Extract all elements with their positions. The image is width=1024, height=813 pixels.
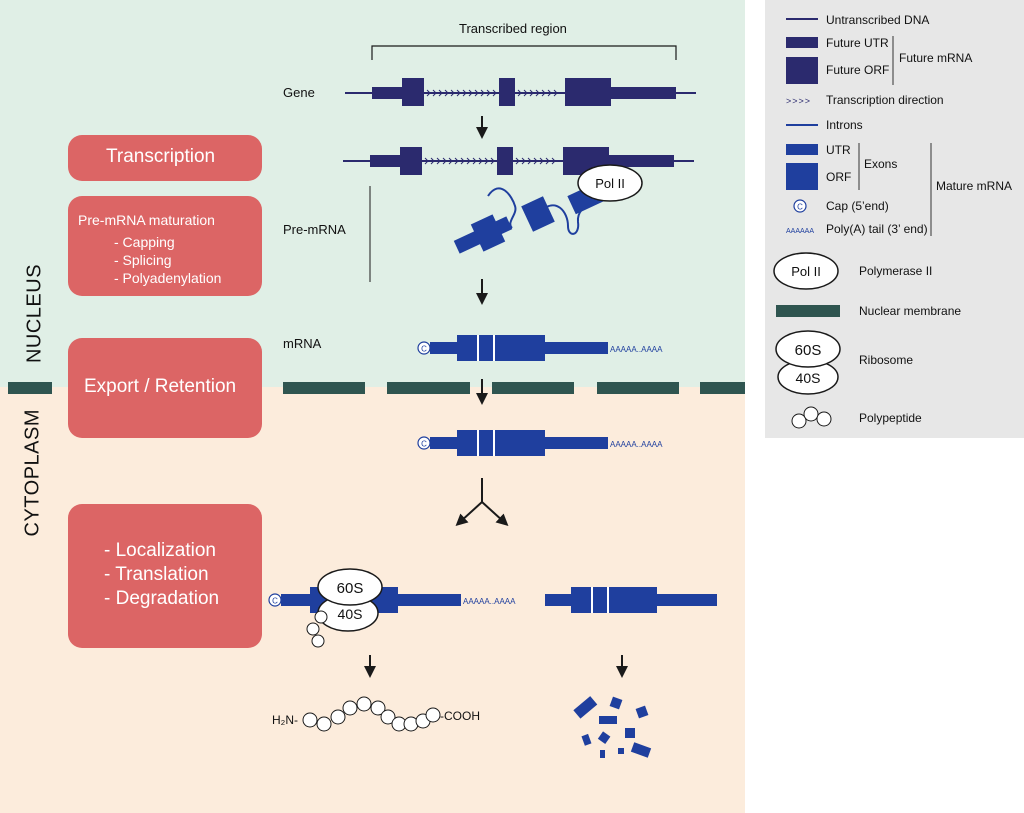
legend-orf-swatch — [786, 163, 818, 190]
fate-item-translation: - Translation — [104, 564, 209, 585]
fate-step: - Localization - Translation - Degradati… — [68, 504, 262, 648]
poly-a-tail-translating: AAAAA..AAAA — [463, 597, 516, 606]
legend-future-orf: Future ORF — [826, 63, 890, 77]
pol2-label: Pol II — [595, 176, 625, 191]
legend-ribosome-swatch — [775, 330, 841, 368]
legend-future-utr-swatch — [786, 37, 818, 48]
legend-ribosome-60s: 60S — [795, 342, 822, 359]
cap-symbol-cyto: C — [421, 440, 427, 449]
maturation-item-capping: - Capping — [114, 234, 175, 250]
ribosome-40s-label: 40S — [338, 606, 363, 622]
legend-poly-a-symbol: AAAAAA — [786, 228, 814, 235]
ribosome: 60S 40S — [306, 568, 383, 648]
legend-cap-swatch — [793, 199, 807, 213]
polypeptide-product: H₂N- -COOH — [272, 696, 480, 732]
legend-untranscribed-dna: Untranscribed DNA — [826, 13, 930, 27]
legend-ribosome: Ribosome — [859, 353, 914, 367]
legend-cap-symbol: C — [797, 203, 803, 212]
legend-nuclear-membrane-swatch — [776, 305, 840, 317]
degradation-fragments — [573, 696, 652, 758]
legend-pol2-swatch — [773, 252, 839, 290]
fate-item-localization: - Localization — [104, 540, 216, 561]
legend-future-utr: Future UTR — [826, 36, 889, 50]
transcribed-region-label: Transcribed region — [459, 21, 567, 36]
transcription-step-label: Transcription — [106, 146, 216, 167]
legend-utr: UTR — [826, 143, 851, 157]
maturation-item-polyadenylation: - Polyadenylation — [114, 270, 222, 286]
legend-nuclear-membrane: Nuclear membrane — [859, 304, 962, 318]
transcription-step: Transcription — [68, 135, 262, 181]
legend-ribosome-40s: 40S — [796, 370, 821, 386]
legend-introns: Introns — [826, 118, 863, 132]
legend-pol2-symbol: Pol II — [791, 264, 821, 279]
legend-polypeptide: Polypeptide — [859, 411, 922, 425]
legend-orf: ORF — [826, 170, 852, 184]
pre-mrna-label: Pre-mRNA — [283, 222, 346, 237]
legend-future-orf-swatch — [786, 57, 818, 84]
mrna-for-degradation — [545, 587, 717, 613]
export-step-label: Export / Retention — [84, 376, 237, 397]
gene-diagram — [345, 78, 696, 106]
maturation-item-splicing: - Splicing — [114, 252, 172, 268]
mrna-label: mRNA — [283, 336, 322, 351]
mature-mrna-nucleus: C AAAAA..AAAA — [417, 335, 663, 361]
mature-mrna-cytoplasm: C AAAAA..AAAA — [417, 430, 663, 456]
poly-a-tail: AAAAA..AAAA — [610, 345, 663, 354]
peptide-n-terminus: H₂N- — [272, 713, 298, 727]
peptide-c-terminus: -COOH — [440, 709, 480, 723]
gene-label: Gene — [283, 85, 315, 100]
export-step: Export / Retention — [68, 338, 262, 438]
legend-transcription-direction-symbol: >>>> — [786, 96, 811, 106]
ribosome-60s-label: 60S — [337, 580, 364, 597]
cap-symbol-translating: C — [272, 597, 278, 606]
gene-transcribing — [343, 147, 694, 175]
translating-mrna: C AAAAA..AAAA — [268, 587, 516, 613]
cap-symbol: C — [421, 345, 427, 354]
maturation-step: Pre-mRNA maturation - Capping - Splicing… — [68, 196, 262, 296]
nuclear-membrane — [8, 382, 745, 394]
legend-future-mrna: Future mRNA — [899, 51, 973, 65]
legend-polypeptide-swatch — [791, 406, 832, 429]
legend-polymerase: Polymerase II — [859, 264, 933, 278]
legend-cap: Cap (5’end) — [826, 199, 889, 213]
legend-exons: Exons — [864, 157, 898, 171]
transcribed-region-bracket — [371, 45, 677, 60]
pol2-complex: Pol II — [577, 164, 643, 202]
legend-artwork: >>>> C AAAAAA Pol II 60S 40S — [773, 18, 932, 429]
maturation-title: Pre-mRNA maturation — [78, 212, 215, 228]
legend-poly-a: Poly(A) tail (3’ end) — [826, 222, 928, 236]
legend-mature-mrna: Mature mRNA — [936, 179, 1013, 193]
legend-utr-swatch — [786, 144, 818, 155]
legend-transcription-direction: Transcription direction — [826, 93, 944, 107]
fate-item-degradation: - Degradation — [104, 588, 220, 609]
poly-a-tail-cyto: AAAAA..AAAA — [610, 440, 663, 449]
fate-fork-arrow — [455, 478, 509, 527]
